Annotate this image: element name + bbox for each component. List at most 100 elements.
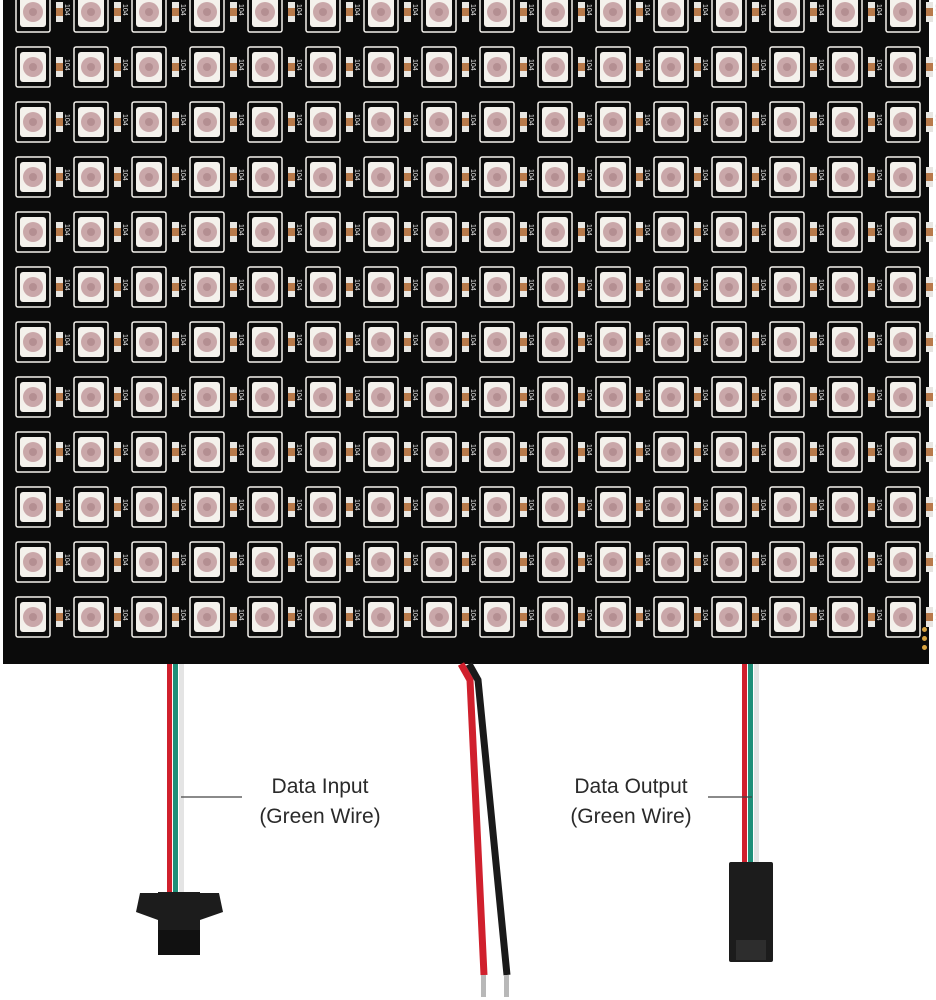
led-outline [885, 211, 921, 253]
led-cell: 104 [73, 211, 128, 253]
resistor-body [926, 393, 933, 401]
led-cell: 104 [711, 0, 766, 33]
led-cell: 104 [421, 376, 476, 418]
led-die [493, 173, 501, 181]
resistor-label: 104 [295, 334, 302, 346]
resistor-label: 104 [469, 4, 476, 16]
resistor-body [752, 503, 759, 511]
resistor-label: 104 [759, 444, 766, 456]
led-die [261, 613, 269, 621]
led-die [493, 393, 501, 401]
led-outline [711, 211, 747, 253]
led-cell: 104 [131, 101, 186, 143]
led-die [899, 283, 907, 291]
led-outline [15, 321, 51, 363]
led-die [203, 228, 211, 236]
led-outline [479, 101, 515, 143]
led-outline [73, 376, 109, 418]
resistor-body [288, 613, 295, 621]
led-cell: 104 [537, 376, 592, 418]
led-cell: 104 [189, 431, 244, 473]
led-cell: 104 [189, 321, 244, 363]
led-outline [305, 46, 341, 88]
resistor-label: 104 [585, 389, 592, 401]
led-cell: 104 [769, 486, 824, 528]
led-die [493, 63, 501, 71]
led-die [261, 173, 269, 181]
led-outline [73, 266, 109, 308]
led-cell: 104 [479, 376, 534, 418]
solder-pad [922, 627, 927, 632]
led-outline [769, 541, 805, 583]
resistor-label: 104 [585, 609, 592, 621]
resistor-body [520, 283, 527, 291]
resistor-body [810, 118, 817, 126]
resistor-body [868, 338, 875, 346]
resistor-body [636, 448, 643, 456]
resistor-body [172, 393, 179, 401]
output-wire-green [748, 664, 753, 862]
led-die [725, 338, 733, 346]
led-die [899, 338, 907, 346]
led-cell: 104 [421, 431, 476, 473]
led-cell: 104 [711, 541, 766, 583]
resistor-body [926, 8, 933, 16]
led-outline [827, 431, 863, 473]
led-outline [421, 321, 457, 363]
led-outline [479, 46, 515, 88]
led-outline [131, 46, 167, 88]
led-cell: 104 [131, 0, 186, 33]
resistor-body [578, 558, 585, 566]
resistor-label: 104 [875, 224, 882, 236]
led-cell: 104 [363, 46, 418, 88]
resistor-body [520, 228, 527, 236]
led-die [551, 8, 559, 16]
led-cell: 104 [827, 46, 882, 88]
resistor-body [926, 558, 933, 566]
led-die [609, 393, 617, 401]
resistor-label: 104 [295, 609, 302, 621]
led-outline [73, 486, 109, 528]
led-outline [595, 46, 631, 88]
led-die [203, 503, 211, 511]
resistor-label: 104 [527, 4, 534, 16]
led-die [435, 338, 443, 346]
led-die [87, 8, 95, 16]
led-cell: 104 [421, 541, 476, 583]
led-die [899, 8, 907, 16]
resistor-body [114, 448, 121, 456]
led-outline [827, 541, 863, 583]
led-cell: 104 [73, 156, 128, 198]
resistor-label: 104 [121, 224, 128, 236]
led-outline [827, 101, 863, 143]
led-outline [885, 266, 921, 308]
resistor-body [636, 228, 643, 236]
resistor-label: 104 [411, 609, 418, 621]
resistor-label: 104 [121, 59, 128, 71]
resistor-label: 104 [527, 224, 534, 236]
led-die [783, 283, 791, 291]
resistor-body [114, 118, 121, 126]
resistor-body [752, 338, 759, 346]
led-outline [885, 486, 921, 528]
led-die [551, 503, 559, 511]
resistor-label: 104 [63, 4, 70, 16]
resistor-body [114, 503, 121, 511]
led-cell: 104 [247, 321, 302, 363]
led-outline [769, 486, 805, 528]
led-cell: 104 [305, 0, 360, 33]
resistor-label: 104 [527, 114, 534, 126]
resistor-label: 104 [295, 224, 302, 236]
led-outline [479, 376, 515, 418]
led-outline [653, 431, 689, 473]
resistor-body [230, 503, 237, 511]
resistor-label: 104 [527, 334, 534, 346]
led-cell: 104 [653, 431, 708, 473]
led-cell: 104 [363, 156, 418, 198]
resistor-label: 104 [469, 554, 476, 566]
resistor-label: 104 [759, 609, 766, 621]
resistor-label: 104 [179, 224, 186, 236]
resistor-label: 104 [121, 554, 128, 566]
resistor-label: 104 [353, 114, 360, 126]
resistor-body [404, 173, 411, 181]
